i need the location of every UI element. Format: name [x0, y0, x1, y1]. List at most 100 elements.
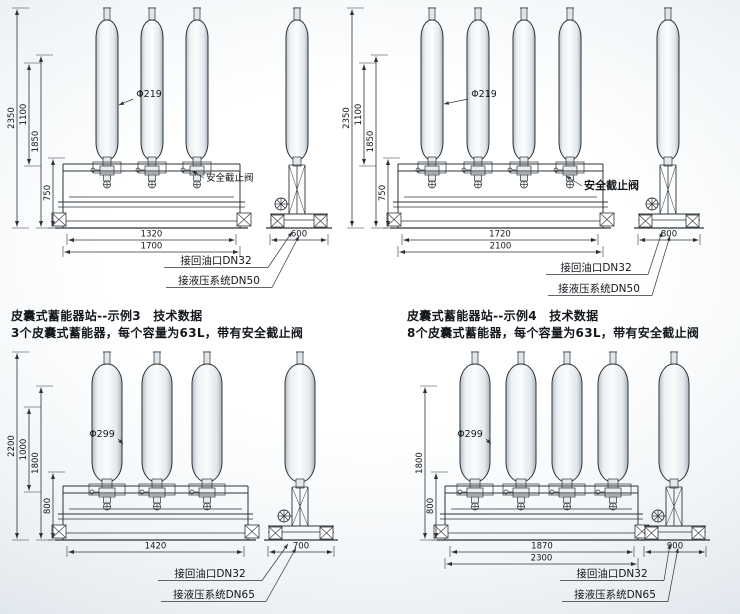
- port-callout: 接液压系统DN50: [166, 235, 300, 288]
- port-stem: [469, 478, 481, 489]
- cylinder-body: [141, 363, 173, 483]
- line: [685, 214, 700, 228]
- dim-label: 700: [293, 542, 309, 552]
- charge-valve: [471, 351, 479, 365]
- port-callout: 接回油口DN32: [560, 543, 672, 581]
- charge-valve: [609, 351, 617, 365]
- valve-lower-block: [474, 174, 482, 182]
- diameter-label: Φ219: [136, 89, 162, 100]
- accumulator-cylinder: [507, 7, 536, 189]
- cylinder-body: [656, 19, 680, 161]
- port-stem: [515, 478, 527, 489]
- charge-valve: [153, 351, 161, 365]
- vertical-dimension: 800: [43, 471, 65, 541]
- cylinder-body: [420, 19, 444, 161]
- safety-valve-block: [604, 487, 622, 498]
- horizontal-dimension: 1420: [66, 542, 245, 557]
- gauge-icon: [89, 489, 95, 495]
- diameter-callout: Φ299: [457, 429, 492, 445]
- leader-line: [667, 547, 679, 602]
- port-stem: [151, 478, 163, 489]
- gauge-icon: [549, 489, 555, 495]
- port-callout: 接回油口DN32: [164, 231, 293, 268]
- horizontal-dimension: 1700: [62, 242, 241, 257]
- gauge-icon: [503, 489, 509, 495]
- leader-line: [271, 235, 300, 288]
- support-frame: [51, 483, 260, 541]
- dim-label: 1100: [19, 104, 29, 126]
- leader-line: [117, 438, 124, 445]
- diameter-label: Φ299: [89, 429, 115, 440]
- accumulator-cylinder: [139, 351, 173, 511]
- charge-valve: [103, 351, 111, 365]
- cylinder-body: [285, 19, 309, 161]
- charge-valve: [474, 7, 482, 21]
- port-stem: [427, 156, 437, 167]
- dim-label: 1420: [145, 542, 167, 552]
- accumulator-cylinder: [595, 351, 629, 511]
- clamp: [463, 161, 493, 174]
- safety-valve-block: [424, 165, 440, 176]
- line: [268, 526, 283, 540]
- dim-label: 1100: [354, 104, 364, 126]
- clamp: [456, 483, 494, 496]
- dim-label: 1800: [31, 452, 41, 474]
- charge-valve: [520, 7, 528, 21]
- line: [599, 212, 615, 227]
- port-callout: 接回油口DN32: [158, 543, 289, 581]
- dim-label: 1700: [141, 242, 163, 252]
- clamp: [548, 483, 586, 496]
- leader-line: [651, 235, 671, 296]
- safety-valve-block: [512, 487, 530, 498]
- valve-lower-block: [203, 496, 211, 504]
- valve-lower-block: [428, 174, 436, 182]
- caption-left: 皮囊式蓄能器站--示例3 技术数据 3个皮囊式蓄能器，每个容量为63L，带有安全…: [11, 308, 303, 342]
- line: [244, 524, 260, 539]
- cylinder-body: [284, 363, 316, 483]
- vertical-dimension: 2200: [7, 351, 29, 541]
- support-frame: [386, 161, 615, 229]
- vertical-dimension: 2350: [7, 7, 29, 229]
- accumulator-cylinder: [553, 7, 582, 189]
- side-view: [640, 351, 710, 541]
- caption-left-subtitle: 3个皮囊式蓄能器，每个容量为63L，带有安全截止阀: [11, 326, 304, 340]
- horizontal-dimension: 1320: [66, 230, 237, 245]
- cylinder-body: [597, 363, 629, 483]
- port-callout: 接回油口DN32: [546, 231, 663, 275]
- safety-valve-block: [470, 165, 486, 176]
- valve-lower-block: [563, 496, 571, 504]
- caption-right-title: 皮囊式蓄能器站--示例4 技术数据: [407, 309, 599, 323]
- charge-valve: [103, 7, 111, 21]
- accumulator-cylinder: [461, 7, 490, 189]
- line: [270, 214, 285, 228]
- vertical-dimension: 1800: [415, 385, 437, 541]
- gauge-icon: [595, 489, 601, 495]
- accumulator-cylinder: [189, 351, 223, 511]
- cylinder-body: [558, 19, 582, 161]
- safety-valve-label: 安全截止阀: [584, 178, 639, 192]
- accumulator-cylinder: [503, 351, 537, 511]
- valve-lower-block: [193, 174, 201, 182]
- safety-valve-block: [198, 487, 216, 498]
- safety-valve-block: [148, 487, 166, 498]
- port-stem: [473, 156, 483, 167]
- clamp: [417, 161, 447, 174]
- horizontal-dimension: 800: [637, 230, 701, 245]
- charge-valve: [203, 351, 211, 365]
- clamp: [88, 483, 126, 496]
- gauge-icon: [189, 489, 195, 495]
- leader-line: [663, 543, 672, 581]
- leader-line: [565, 175, 583, 187]
- dim-label: 2200: [7, 435, 17, 457]
- line: [313, 214, 328, 228]
- valve-lower-block: [517, 496, 525, 504]
- accumulator-cylinder: [457, 351, 491, 511]
- dim-label: 900: [667, 542, 683, 552]
- dim-label: 1850: [31, 131, 41, 153]
- port-stem: [607, 478, 619, 489]
- charge-valve: [296, 351, 304, 365]
- diameter-callout: Φ219: [443, 89, 497, 105]
- port-stem: [561, 478, 573, 489]
- charge-valve: [293, 7, 301, 21]
